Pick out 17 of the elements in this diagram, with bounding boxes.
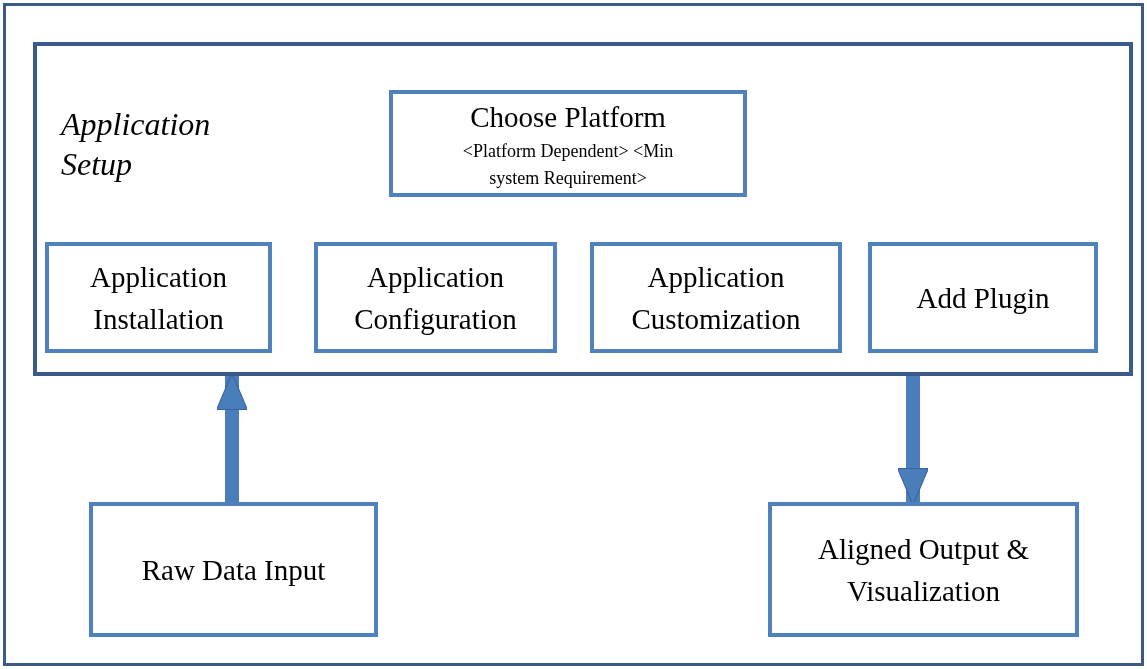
group-box [33, 42, 1133, 376]
process-box [768, 502, 1079, 637]
process-box [45, 242, 272, 353]
process-box [89, 502, 378, 637]
box-subtitle: <Platform Dependent> <Min system Requirement> [461, 139, 675, 190]
box-title: Application Customization [630, 259, 802, 337]
box-title: Choose Platform [470, 99, 666, 135]
group-title: Application Setup [61, 105, 212, 184]
box-title: Add Plugin [916, 280, 1050, 316]
process-box [868, 242, 1098, 353]
process-box [389, 90, 747, 197]
box-title: Application Installation [89, 259, 228, 337]
box-title: Raw Data Input [141, 552, 326, 588]
box-title: Aligned Output & Visualization [816, 531, 1030, 609]
process-box [590, 242, 842, 353]
box-title: Application Configuration [353, 259, 518, 337]
process-box [314, 242, 557, 353]
